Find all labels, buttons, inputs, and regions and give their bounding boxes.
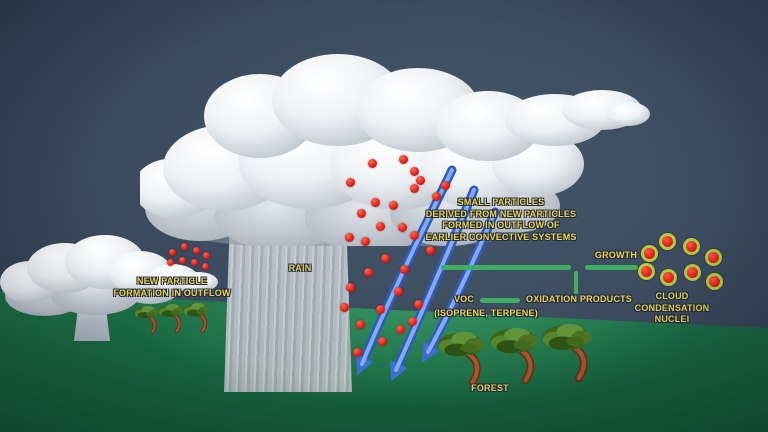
ccn-label-line2: CONDENSATION: [634, 302, 710, 313]
ccn-particle-icon: [682, 237, 700, 255]
ccn-label-line1: CLOUD: [655, 291, 689, 301]
aerosol-particle-icon: [380, 253, 390, 263]
small-particles-line1: SMALL PARTICLES: [457, 197, 545, 207]
small-particles-label: SMALL PARTICLES DERIVED FROM NEW PARTICL…: [415, 197, 587, 243]
outflow-label-line1: NEW PARTICLE: [136, 276, 208, 286]
outflow-label-line2: FORMATION IN OUTFLOW: [113, 287, 231, 298]
ccn-particle-icon: [637, 262, 655, 280]
small-particles-line4: EARLIER CONVECTIVE SYSTEMS: [425, 231, 577, 242]
ccn-particle-icon: [705, 272, 723, 290]
aerosol-particle-icon: [399, 264, 409, 274]
rain-label: RAIN: [288, 263, 312, 273]
ccn-particle-icon: [658, 232, 676, 250]
small-cloud-illustration: [0, 235, 218, 316]
ccn-particle-icon: [683, 263, 701, 281]
small-particles-line3: FORMED IN OUTFLOW OF: [442, 220, 560, 230]
ccn-label-line3: NUCLEI: [654, 314, 690, 324]
voc-label: VOC: [453, 294, 475, 304]
flow-line-oxidation-connector: [574, 271, 578, 294]
tree-icon: [183, 300, 215, 336]
flow-line-voc-to-oxidation: [480, 298, 520, 303]
growth-label: GROWTH: [594, 250, 638, 260]
oxidation-products-label: OXIDATION PRODUCTS: [526, 294, 632, 304]
outflow-label: NEW PARTICLE FORMATION IN OUTFLOW: [102, 276, 242, 299]
ccn-particle-icon: [704, 248, 722, 266]
ccn-label: CLOUD CONDENSATION NUCLEI: [622, 291, 722, 326]
tree-icon: [436, 330, 496, 388]
forest-label: FOREST: [471, 383, 509, 393]
aerosol-particle-icon: [363, 267, 373, 277]
voc-species-label: (ISOPRENE, TERPENE): [434, 308, 538, 318]
small-particles-line2: DERIVED FROM NEW PARTICLES: [425, 208, 577, 219]
ccn-particle-icon: [659, 268, 677, 286]
aerosol-particle-icon: [425, 245, 435, 255]
flow-line-growth: [585, 265, 638, 270]
aerosol-particle-icon: [413, 299, 423, 309]
flow-line-descent-to-growth: [441, 265, 571, 270]
aerosol-particle-icon: [393, 286, 403, 296]
tree-icon: [540, 322, 604, 384]
